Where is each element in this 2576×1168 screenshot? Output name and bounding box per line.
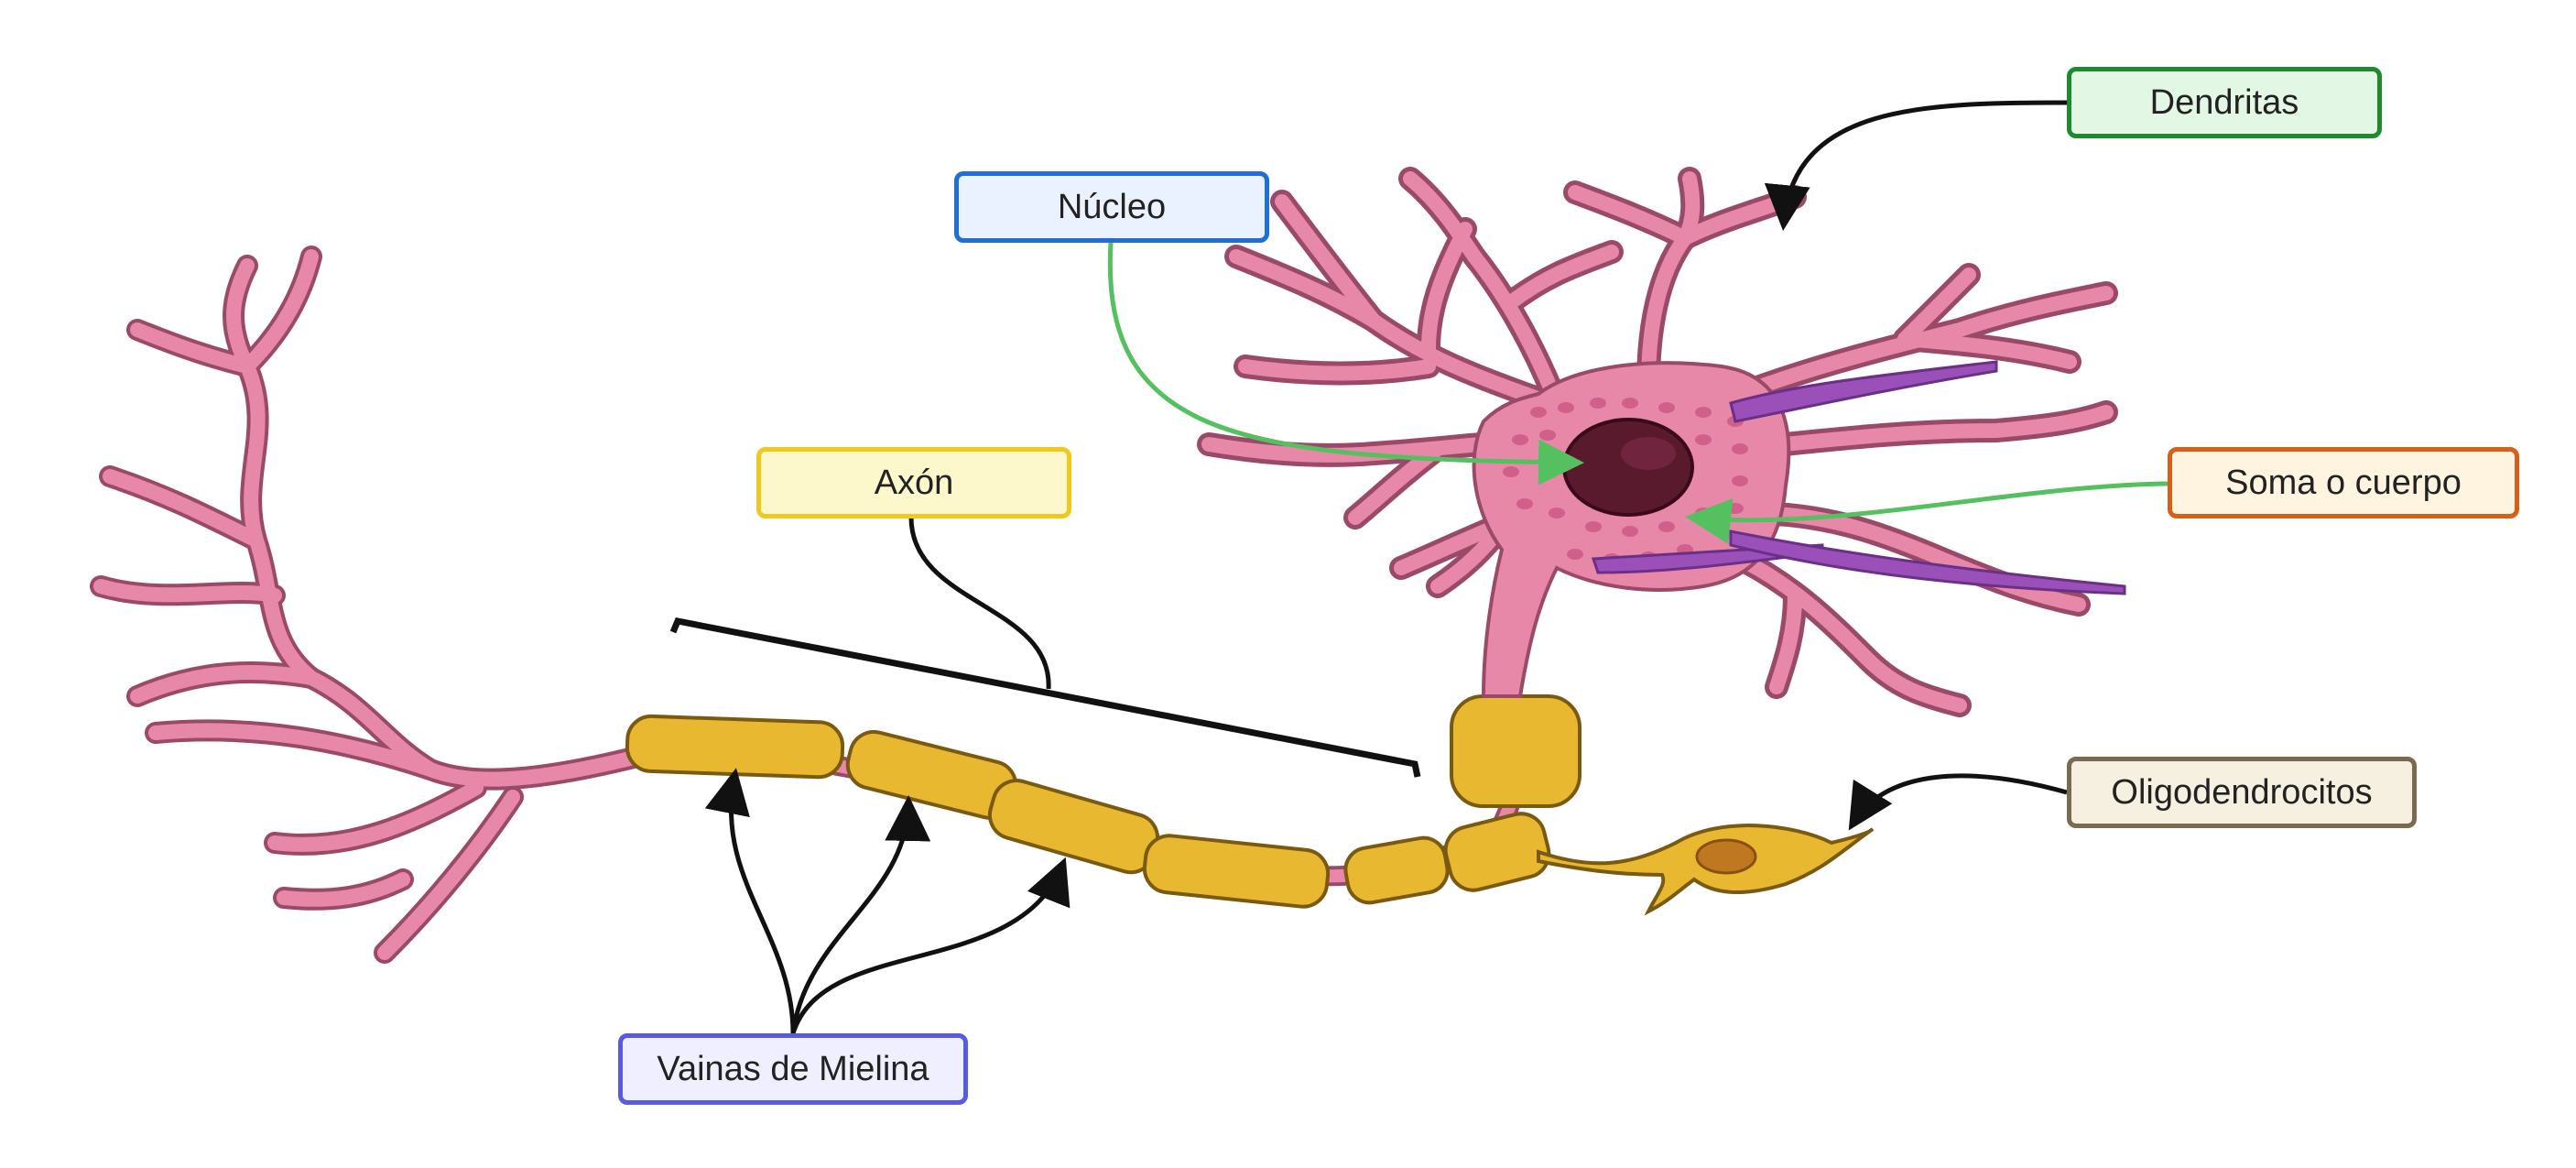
vainas-arrow-1 <box>704 768 796 1034</box>
dendritas-arrow <box>1764 100 2068 231</box>
myelin-sheaths <box>625 694 1581 909</box>
myelin-segment <box>1443 812 1551 892</box>
soma-label-box: Soma o cuerpo <box>2168 447 2519 519</box>
dendritas-label-box: Dendritas <box>2067 67 2382 138</box>
nucleus <box>1562 418 1694 517</box>
soma-granules <box>1503 398 1748 564</box>
vainas-arrow-3 <box>790 857 1071 1034</box>
myelin-segment <box>1142 834 1331 909</box>
purple-processes <box>1591 360 2126 595</box>
vainas-label-box: Vainas de Mielina <box>618 1033 968 1105</box>
vainas-arrow-2 <box>790 795 931 1034</box>
myelin-segment <box>1343 835 1450 905</box>
myelin-segment <box>1450 694 1581 808</box>
soma-arrow <box>1685 481 2168 544</box>
oligodendrocitos-arrow <box>1848 773 2068 831</box>
nucleo-arrow <box>1107 242 1584 486</box>
nucleo-label-box: Núcleo <box>954 171 1269 243</box>
oligodendrocyte <box>1537 824 1875 916</box>
axon-connector <box>908 517 1051 690</box>
myelin-segment <box>987 779 1160 875</box>
axon-terminals <box>90 246 652 964</box>
oligodendrocitos-label-box: Oligodendrocitos <box>2067 757 2417 828</box>
myelin-segment <box>625 714 845 780</box>
axon-label-box: Axón <box>756 447 1071 519</box>
axon-bracket <box>669 617 1421 778</box>
